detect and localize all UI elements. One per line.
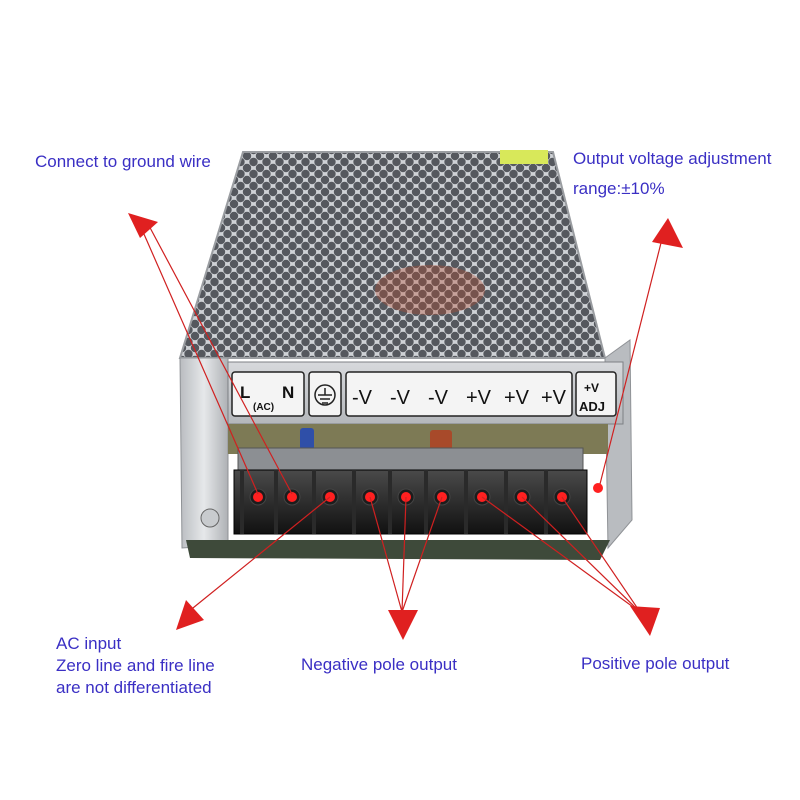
mounting-screw (200, 508, 220, 528)
inductor (430, 430, 452, 450)
arrow-ac-input (176, 600, 204, 630)
terminal-block (233, 447, 603, 535)
callout-ac-line3: are not differentiated (56, 678, 212, 697)
label-plus-v-3: +V (541, 387, 567, 409)
sticker (500, 150, 548, 164)
base-plate (186, 540, 610, 560)
ground-symbol-icon (314, 384, 336, 406)
terminal-separator (352, 470, 356, 534)
terminal-label-strip: L (AC) N -V -V -V +V +V +V +V ADJ (227, 361, 624, 425)
label-minus-v-2: -V (390, 387, 411, 409)
callout-voltage-range: range:±10% (573, 179, 665, 198)
callout-negative: Negative pole output (301, 655, 457, 674)
label-plus-v-2: +V (504, 387, 530, 409)
arrow-positive (630, 606, 660, 636)
callout-ground: Connect to ground wire (35, 152, 211, 171)
callout-ac-line2: Zero line and fire line (56, 656, 215, 675)
perforated-cover (178, 150, 607, 359)
leader-lines (139, 221, 664, 613)
terminal-separator (274, 470, 278, 534)
label-minus-v-3: -V (428, 387, 449, 409)
callout-ac-input: AC input Zero line and fire line are not… (56, 633, 215, 699)
capacitor (300, 428, 314, 450)
label-adj-bottom: ADJ (579, 399, 605, 414)
callout-positive: Positive pole output (581, 654, 730, 673)
label-plus-v-1: +V (466, 387, 492, 409)
terminal-separator (240, 470, 244, 534)
arrow-ground (128, 213, 158, 238)
label-minus-v-1: -V (352, 387, 373, 409)
label-N: N (282, 383, 294, 402)
label-AC: (AC) (253, 402, 274, 413)
arrow-voltage-adjust (652, 218, 683, 248)
terminal-separator (544, 470, 548, 534)
terminal-separator (424, 470, 428, 534)
label-L: L (240, 383, 250, 402)
callout-voltage-adjust: Output voltage adjustment (573, 149, 772, 168)
terminal-separator (464, 470, 468, 534)
adjust-potentiometer-dot (593, 483, 603, 493)
terminal-dot (253, 492, 263, 502)
terminal-separator (504, 470, 508, 534)
label-adj-top: +V (584, 381, 599, 395)
terminal-separator (312, 470, 316, 534)
arrow-negative (388, 610, 418, 640)
callout-ac-line1: AC input (56, 634, 122, 653)
terminal-separator (388, 470, 392, 534)
terminal-dot (287, 492, 297, 502)
